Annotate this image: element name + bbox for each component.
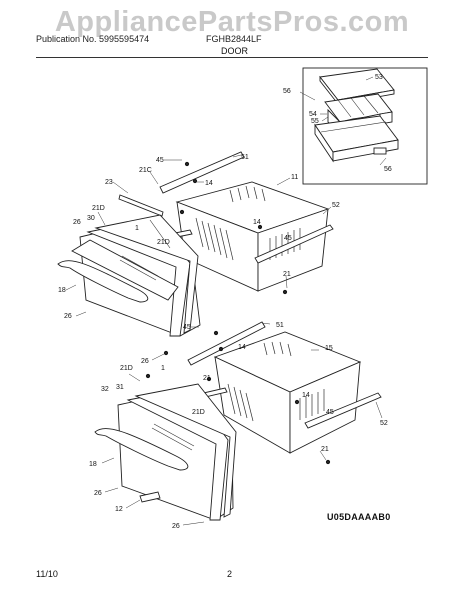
callout-21-upper: 21 xyxy=(283,271,291,278)
callout-14-upper-basket: 14 xyxy=(253,219,261,226)
callout-52-lower: 52 xyxy=(380,420,388,427)
callout-14-upper-rail: 14 xyxy=(205,180,213,187)
callout-30: 30 xyxy=(87,215,95,222)
callout-51-upper: 51 xyxy=(241,154,249,161)
callout-45-upper: 45 xyxy=(156,157,164,164)
crisper-inset xyxy=(299,67,428,185)
callout-26-upper-bottom: 26 xyxy=(64,313,72,320)
footer-date: 11/10 xyxy=(36,569,58,579)
callout-45-upper-right: 45 xyxy=(284,235,292,242)
callout-21d-lower: 21D xyxy=(120,365,133,372)
callout-56: 56 xyxy=(283,88,291,95)
callout-55: 55 xyxy=(311,118,319,125)
model-number: FGHB2844LF xyxy=(206,34,262,44)
callout-21c: 21C xyxy=(139,167,152,174)
callout-11: 11 xyxy=(291,174,298,181)
callout-21-lower-mid: 21 xyxy=(203,375,211,382)
lower-slide-rails xyxy=(145,321,382,465)
diagram-code: U05DAAAAB0 xyxy=(327,512,391,522)
footer-page-number: 2 xyxy=(227,569,233,579)
callout-14-lower-rail: 14 xyxy=(238,344,246,351)
callout-21d-upper-mid: 21D xyxy=(157,239,170,246)
callout-26-lower-bottom: 26 xyxy=(172,523,180,530)
callout-45-lower-right: 45 xyxy=(326,409,334,416)
upper-basket xyxy=(175,181,330,292)
upper-door-panel xyxy=(57,214,201,337)
callout-18-lower: 18 xyxy=(89,461,97,468)
lower-basket xyxy=(213,331,362,454)
callout-52-upper: 52 xyxy=(332,202,340,209)
callout-14-lower-basket: 14 xyxy=(302,392,310,399)
callout-23: 23 xyxy=(105,179,113,186)
callout-26-lower-top: 26 xyxy=(141,358,149,365)
callout-18-upper: 18 xyxy=(58,287,66,294)
callout-56-bin: 56 xyxy=(384,166,392,173)
callout-12: 12 xyxy=(115,506,123,513)
callout-53: 53 xyxy=(375,74,383,81)
header-rule xyxy=(36,57,428,58)
callout-45-lower: 45 xyxy=(183,324,191,331)
section-title: DOOR xyxy=(221,46,248,56)
callout-leaders xyxy=(65,154,383,526)
callout-21d-upper: 21D xyxy=(92,205,105,212)
callout-21d-lower-mid: 21D xyxy=(192,409,205,416)
callout-31: 31 xyxy=(116,384,124,391)
callout-1-upper: 1 xyxy=(135,225,139,232)
callout-32: 32 xyxy=(101,386,109,393)
watermark: AppliancePartsPros.com xyxy=(54,6,410,38)
publication-number: Publication No. 5995595474 xyxy=(36,34,150,44)
callout-21-lower: 21 xyxy=(321,446,329,453)
callout-51-lower: 51 xyxy=(276,322,284,329)
upper-slide-rails xyxy=(118,151,334,295)
callout-26-lower-mid: 26 xyxy=(94,490,102,497)
callout-15: 15 xyxy=(325,345,333,352)
lower-door-panel xyxy=(94,383,237,521)
callout-26-upper-top: 26 xyxy=(73,219,81,226)
callout-54: 54 xyxy=(309,111,317,118)
callout-labels: 56 53 54 55 56 45 51 23 21C 14 11 52 21D… xyxy=(58,74,392,530)
callout-1-lower: 1 xyxy=(161,365,165,372)
